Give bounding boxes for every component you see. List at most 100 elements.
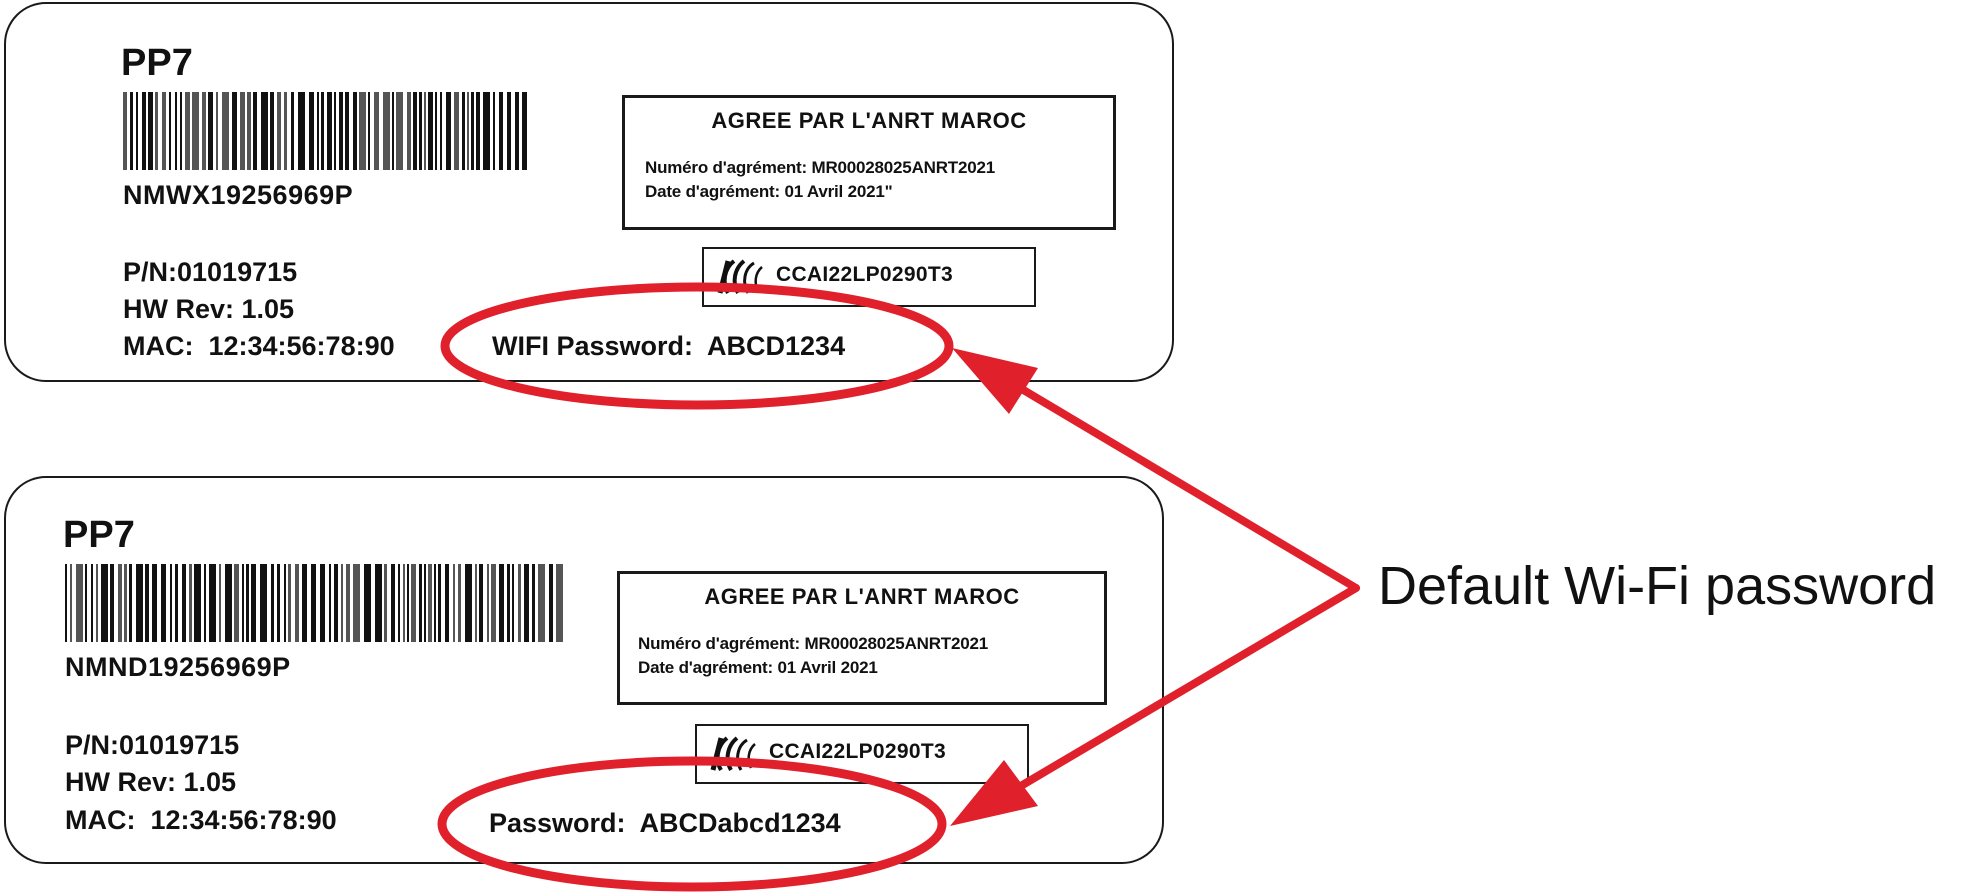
barcode-bar (475, 564, 477, 642)
barcode-bar (76, 564, 83, 642)
barcode-bar (216, 92, 218, 170)
approval-number: Numéro d'agrément: MR00028025ANRT2021 (638, 634, 988, 653)
barcode-bar (346, 564, 350, 642)
barcode-bar (512, 564, 514, 642)
barcode-bar (334, 92, 336, 170)
barcode-bar (142, 92, 146, 170)
barcode-bar (453, 564, 455, 642)
barcode-bar (507, 564, 510, 642)
barcode-bar (341, 564, 343, 642)
barcode-bar (189, 564, 192, 642)
barcode-bar (329, 564, 331, 642)
barcode-bar (321, 92, 324, 170)
barcode-bar (483, 92, 490, 170)
barcode-bar (136, 92, 138, 170)
barcode-bar (202, 92, 206, 170)
barcode (123, 92, 527, 170)
barcode-bar (462, 92, 465, 170)
barcode-bar (70, 564, 72, 642)
barcode-bar (375, 564, 382, 642)
barcode-bar (374, 92, 379, 170)
part-number: P/N:01019715 (123, 257, 298, 287)
barcode-bar (260, 564, 267, 642)
barcode-bar (353, 92, 357, 170)
hardware-revision: HW Rev: 1.05 (123, 294, 295, 324)
barcode-bar (383, 92, 390, 170)
barcode (65, 564, 563, 642)
barcode-bar (129, 564, 132, 642)
barcode-bar (170, 564, 172, 642)
barcode-bar (251, 564, 256, 642)
barcode-bar (317, 92, 319, 170)
barcode-bar (476, 92, 480, 170)
barcode-bar (65, 564, 67, 642)
barcode-bar (320, 564, 325, 642)
barcode-bar (192, 92, 199, 170)
barcode-bar (295, 564, 299, 642)
barcode-bar (407, 564, 409, 642)
certification-code: CCAI22LP0290T3 (776, 263, 953, 286)
barcode-bar (454, 92, 459, 170)
barcode-bar (152, 564, 157, 642)
barcode-bar (440, 92, 442, 170)
barcode-bar (155, 92, 158, 170)
wifi-password: Password: ABCDabcd1234 (489, 808, 841, 838)
barcode-bar (85, 564, 87, 642)
model-name: PP7 (63, 514, 135, 556)
barcode-bar (556, 564, 563, 642)
mac-address: MAC: 12:34:56:78:90 (65, 805, 337, 835)
barcode-bar (499, 92, 503, 170)
barcode-bar (359, 92, 366, 170)
barcode-bar (403, 564, 405, 642)
barcode-bar (424, 92, 426, 170)
barcode-bar (208, 92, 213, 170)
barcode-bar (424, 564, 426, 642)
mac-address: MAC: 12:34:56:78:90 (123, 331, 395, 361)
barcode-bar (225, 564, 232, 642)
barcode-bar (253, 92, 257, 170)
approval-box: AGREE PAR L'ANRT MAROC Numéro d'agrément… (622, 95, 1116, 230)
device-label-bottom: PP7 NMND19256969P P/N:01019715 HW Rev: 1… (4, 476, 1164, 864)
barcode-bar (194, 564, 201, 642)
barcode-bar (428, 564, 432, 642)
barcode-bar (277, 564, 280, 642)
barcode-bar (518, 564, 521, 642)
approval-date: Date d'agrément: 01 Avril 2021 (638, 658, 878, 677)
barcode-bar (110, 564, 114, 642)
barcode-bar (446, 92, 451, 170)
barcode-bar (419, 564, 422, 642)
barcode-bar (162, 92, 166, 170)
barcode-bar (123, 92, 127, 170)
barcode-bar (311, 564, 316, 642)
wifi-password: WIFI Password: ABCD1234 (492, 331, 846, 361)
barcode-bar (327, 92, 332, 170)
barcode-bar (180, 92, 182, 170)
serial-number: NMWX19256969P (123, 180, 354, 210)
barcode-bar (479, 564, 483, 642)
barcode-bar (524, 564, 529, 642)
barcode-bar (288, 564, 291, 642)
arrow-line-bottom (1010, 584, 1360, 794)
barcode-bar (298, 92, 305, 170)
barcode-bar (499, 564, 504, 642)
barcode-bar (185, 92, 190, 170)
barcode-bar (411, 564, 416, 642)
barcode-bar (284, 564, 286, 642)
barcode-bar (428, 92, 433, 170)
barcode-bar (493, 92, 495, 170)
barcode-bar (242, 564, 244, 642)
barcode-bar (182, 564, 186, 642)
barcode-bar (124, 564, 127, 642)
barcode-bar (368, 92, 370, 170)
approval-box: AGREE PAR L'ANRT MAROC Numéro d'agrément… (617, 571, 1107, 705)
barcode-bar (538, 564, 545, 642)
barcode-bar (445, 564, 449, 642)
hardware-revision: HW Rev: 1.05 (65, 767, 237, 797)
barcode-bar (175, 564, 178, 642)
barcode-bar (130, 92, 133, 170)
approval-title: AGREE PAR L'ANRT MAROC (704, 584, 1020, 609)
approval-title: AGREE PAR L'ANRT MAROC (711, 108, 1027, 133)
barcode-bar (384, 564, 387, 642)
barcode-bar (145, 564, 149, 642)
